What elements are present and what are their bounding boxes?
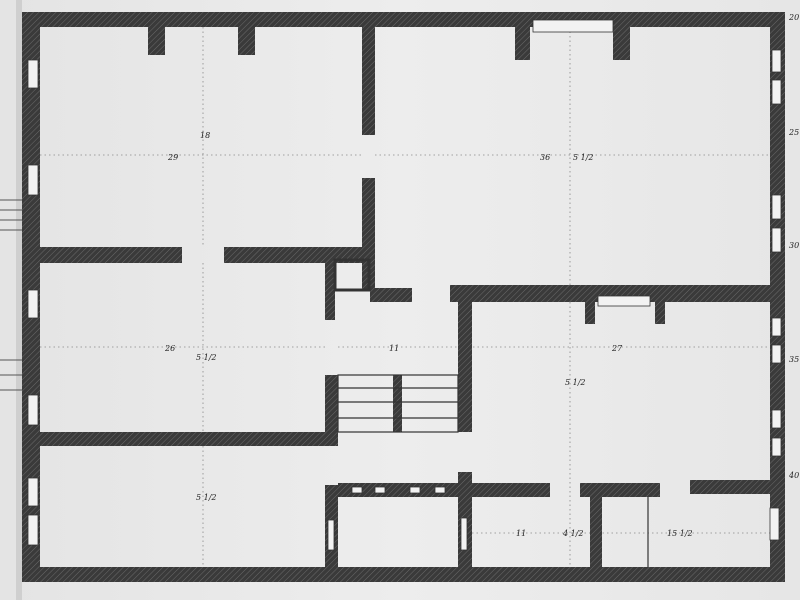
scale-mark: 25 (788, 128, 799, 137)
scale-mark: 30 (789, 241, 799, 250)
staircase (337, 374, 649, 567)
label-mid-right-depth: 5 1/2 (565, 378, 586, 387)
openings (27, 19, 782, 551)
dimension-lines (40, 27, 770, 567)
label-top-left-width: 29 (167, 153, 178, 162)
label-bottom-center-width: 11 (516, 529, 526, 538)
scale-mark: 35 (789, 355, 799, 364)
label-top-left-depth: 18 (200, 131, 210, 140)
label-hall-width: 11 (389, 344, 399, 353)
label-top-right-depth: 5 1/2 (573, 153, 594, 162)
label-bottom-right-width: 15 1/2 (667, 529, 693, 538)
label-mid-left-width: 26 (164, 344, 175, 353)
label-bottom-center-depth: 4 1/2 (562, 529, 584, 538)
label-bottom-left-depth: 5 1/2 (196, 493, 217, 502)
walls (22, 12, 785, 582)
left-scale-strip (0, 0, 22, 600)
label-mid-left-depth: 5 1/2 (196, 353, 217, 362)
dimension-labels: 29 18 36 5 1/2 26 5 1/2 11 27 5 1/2 5 1/… (164, 131, 693, 538)
scale-mark: 40 (788, 471, 799, 480)
label-mid-right-width: 27 (611, 344, 623, 353)
scale-mark: 20 (788, 13, 799, 22)
label-top-right-width: 36 (540, 153, 550, 162)
margin-scale-marks: 20 25 30 35 40 (788, 13, 799, 480)
